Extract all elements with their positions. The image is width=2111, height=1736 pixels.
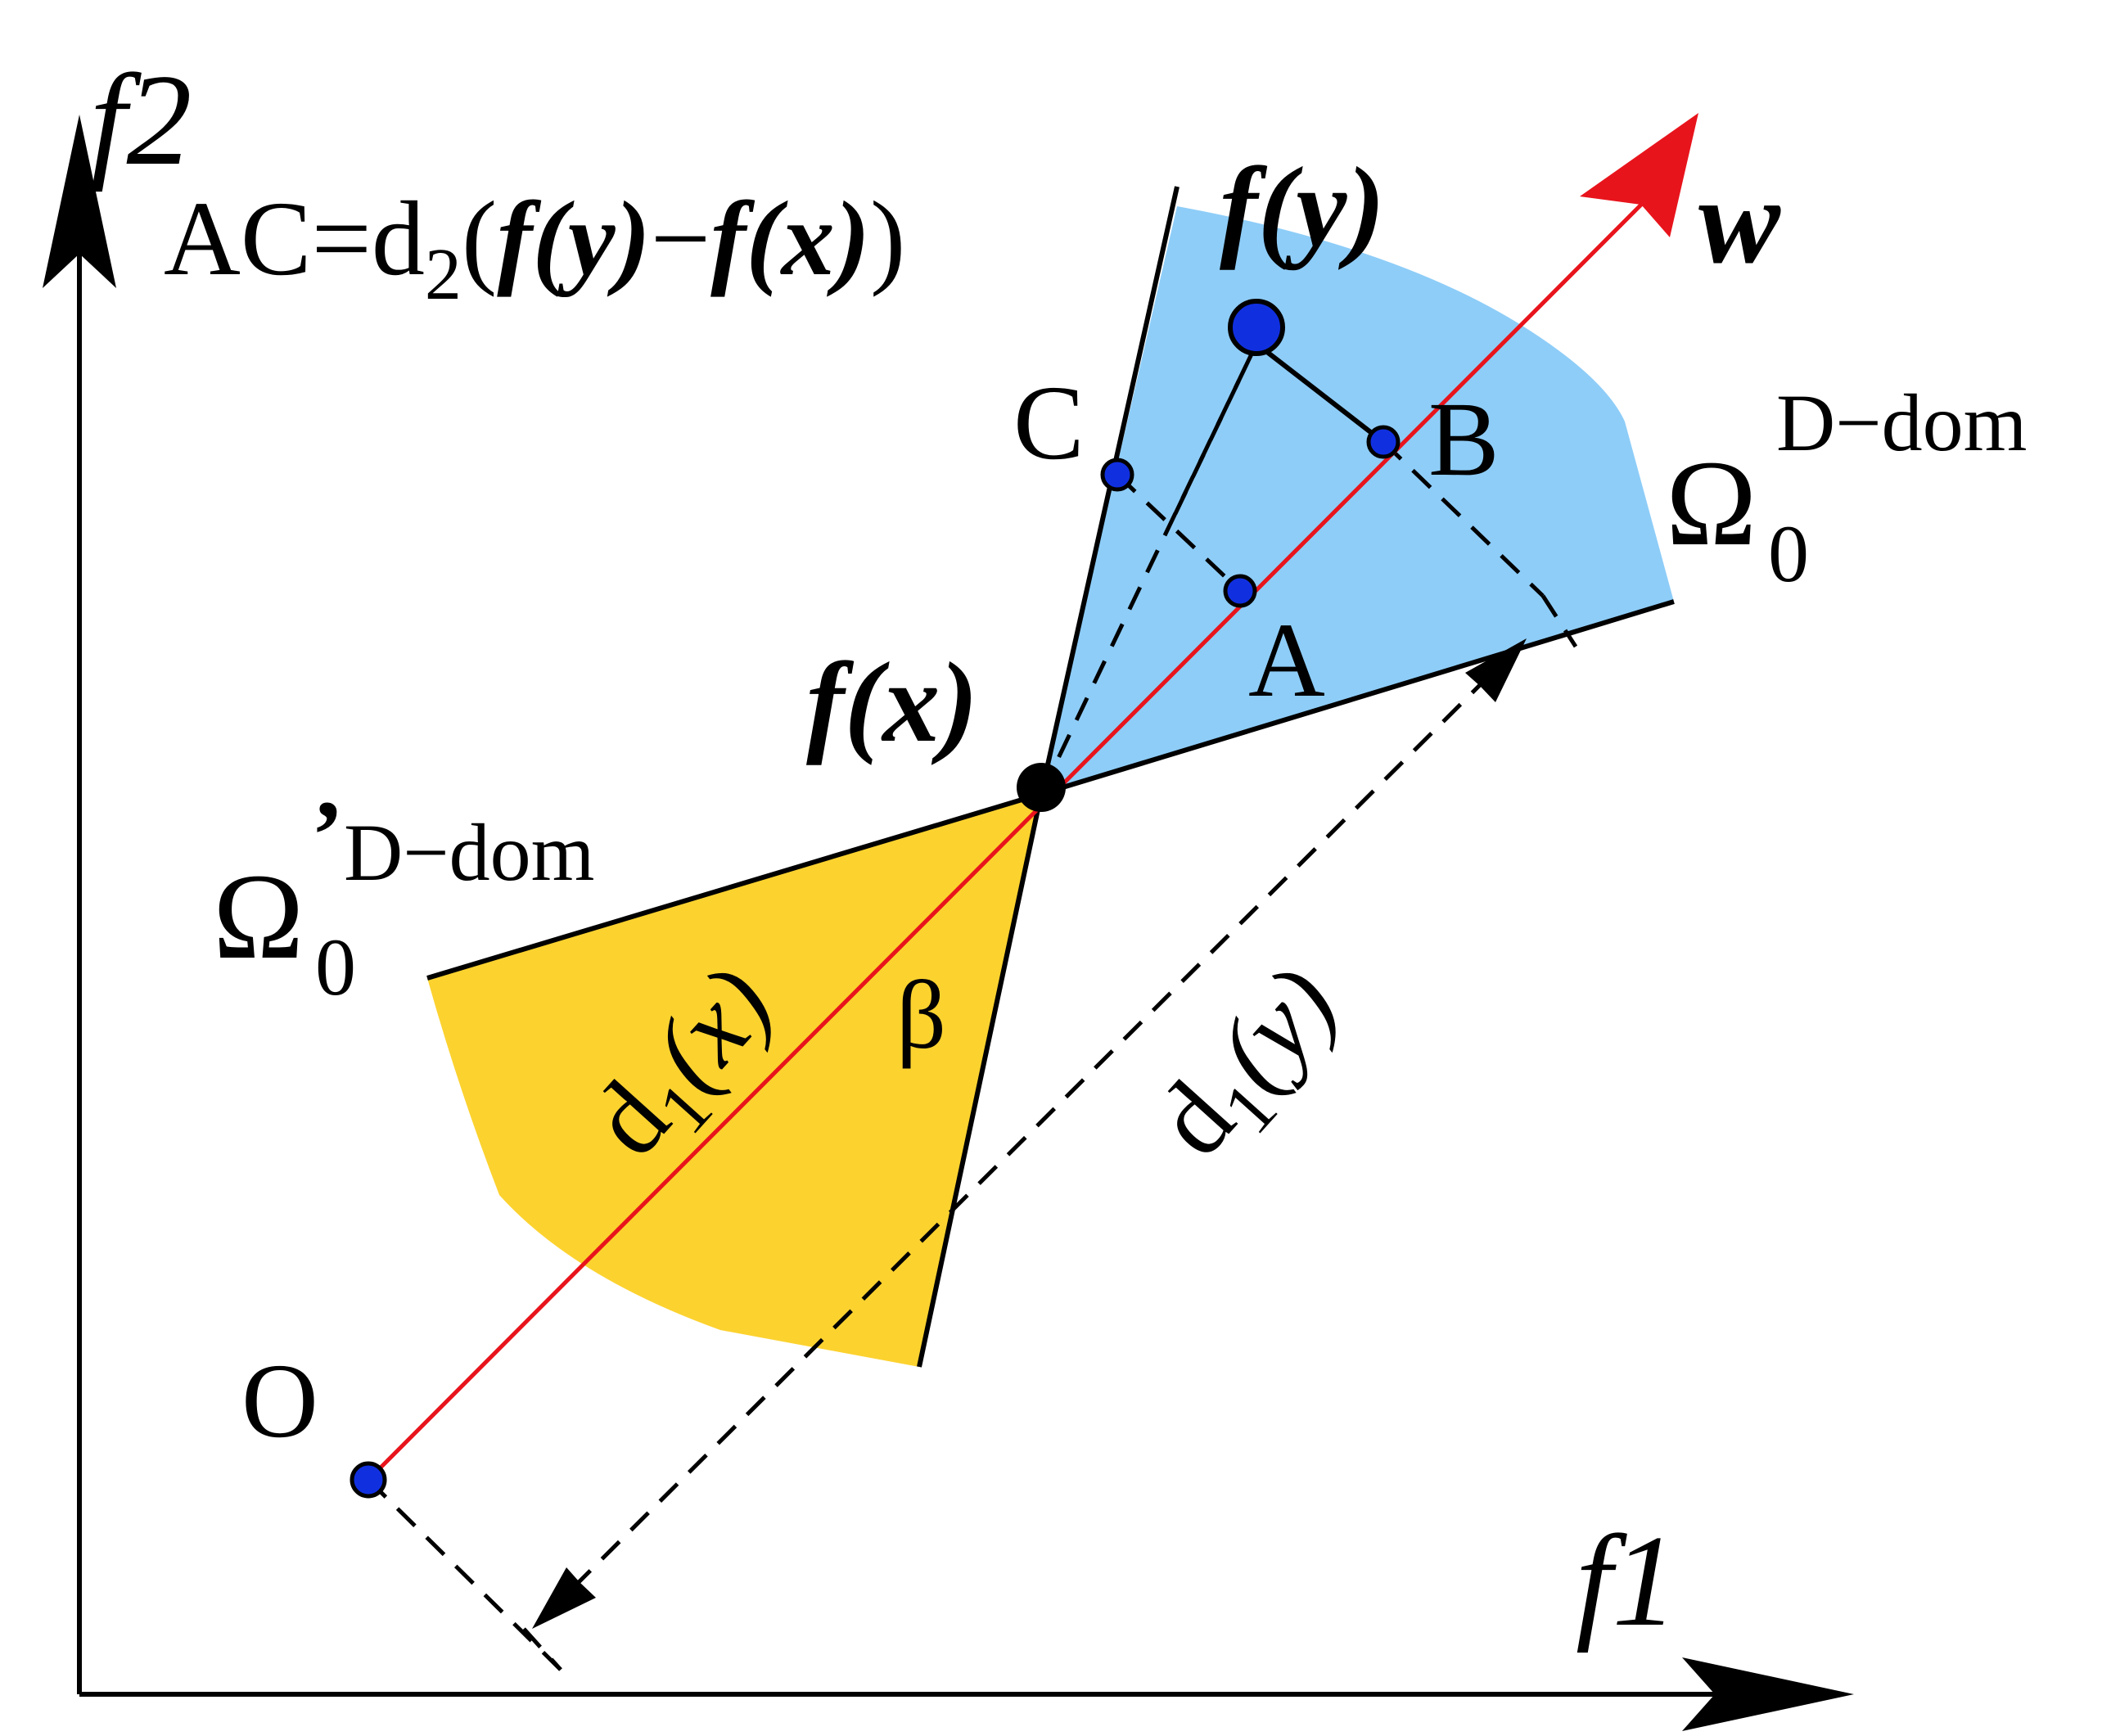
dashed-construction	[367, 342, 1578, 1671]
x-axis-arrowhead	[1682, 1657, 1854, 1731]
point-o	[350, 1461, 387, 1499]
label-c: C	[1013, 364, 1085, 482]
yellow-region	[427, 794, 1041, 1367]
svg-text:D−dom: D−dom	[344, 807, 594, 898]
d1y-distance-line	[571, 678, 1487, 1589]
svg-text:D−dom: D−dom	[1776, 377, 2027, 468]
w-direction-line	[367, 191, 1655, 1481]
label-fy: f(y)	[1220, 144, 1385, 271]
label-w: w	[1698, 153, 1781, 289]
svg-text:Ω: Ω	[1666, 435, 1757, 571]
dash-tick-bottom	[522, 1627, 562, 1671]
svg-text:0: 0	[1768, 508, 1809, 599]
w-arrowhead	[1580, 113, 1698, 237]
y-axis-arrowhead	[43, 115, 116, 288]
label-omega-prime-d-dom: Ω 0 ’ D−dom	[213, 780, 594, 1012]
label-a: A	[1248, 602, 1325, 719]
dash-b-to-corner	[1382, 440, 1545, 597]
dash-tick-top	[1540, 594, 1578, 648]
blue-region	[1041, 206, 1674, 794]
label-omega-d-dom: Ω 0 D−dom	[1666, 377, 2027, 599]
dash-fx-to-fy	[1039, 342, 1259, 796]
svg-text:Ω: Ω	[213, 849, 304, 985]
yellow-cone-top-edge	[426, 791, 1042, 981]
label-d1y: d1(y)	[1134, 945, 1372, 1188]
point-a	[1223, 574, 1257, 608]
dash-o-to-corner	[367, 1478, 562, 1671]
label-b: B	[1428, 381, 1500, 498]
yellow-cone-bottom-edge	[917, 793, 1044, 1368]
x-axis-label: f1	[1576, 1508, 1677, 1653]
label-fx: f(x)	[806, 639, 978, 766]
svg-text:0: 0	[315, 922, 356, 1012]
svg-text:’: ’	[311, 780, 344, 889]
formula-ac: AC=d2(f(y)−f(x))	[164, 180, 905, 315]
coordinate-axes	[77, 176, 1788, 1697]
y-axis-label: f2	[90, 47, 192, 192]
blue-cone-top-edge	[1039, 186, 1180, 795]
point-b	[1366, 425, 1401, 459]
label-beta: β	[896, 960, 946, 1069]
point-fy	[1228, 299, 1285, 356]
cone-boundaries	[426, 186, 1675, 1368]
dash-c-to-a	[1116, 473, 1242, 593]
d1y-arrowhead-bottom	[532, 1567, 596, 1629]
point-c	[1100, 458, 1134, 492]
point-fx	[1017, 763, 1066, 812]
d1y-arrowhead-top	[1465, 638, 1527, 702]
segment-fy-b	[1255, 341, 1385, 444]
label-o: O	[241, 1342, 318, 1460]
